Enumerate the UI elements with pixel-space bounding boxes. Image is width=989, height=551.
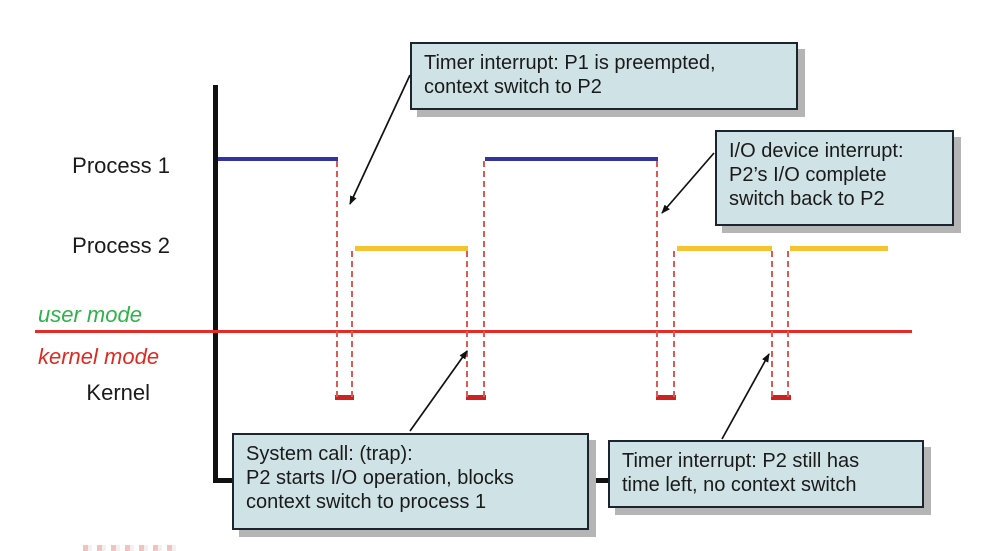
callout-text-line: time left, no context switch: [622, 474, 857, 496]
arrow-system-call-trap: [409, 350, 468, 432]
callout-text-line: context switch to P2: [424, 76, 602, 98]
mode-transition-dashed-line: [771, 251, 773, 397]
kernel-run-segment: [466, 395, 486, 400]
mode-transition-dashed-line: [483, 161, 485, 397]
callout-text-line: context switch to process 1: [246, 491, 487, 513]
process1-run-segment: [218, 157, 338, 161]
callout-text-line: switch back to P2: [729, 188, 885, 210]
arrow-timer-interrupt-p2: [721, 353, 770, 440]
arrow-timer-interrupt-p1: [349, 74, 411, 205]
mode-transition-dashed-line: [787, 251, 789, 397]
callout-text-line: System call: (trap):: [246, 443, 413, 465]
process1-run-segment: [485, 157, 658, 161]
callout-text-line: I/O device interrupt:: [729, 140, 904, 162]
user-kernel-boundary-line: [35, 330, 912, 333]
process2-label: Process 2: [72, 233, 170, 258]
callout-text-line: Timer interrupt: P1 is preempted,: [424, 52, 716, 74]
mode-transition-dashed-line: [673, 251, 675, 397]
mode-transition-dashed-line: [336, 161, 338, 397]
callout-text-line: P2 starts I/O operation, blocks: [246, 467, 514, 489]
mode-transition-dashed-line: [351, 251, 353, 397]
kernel-mode-label: kernel mode: [38, 344, 160, 369]
callout-timer-interrupt-p2: Timer interrupt: P2 still has time left,…: [608, 440, 924, 508]
arrow-io-device-interrupt: [661, 152, 715, 214]
kernel-run-segment: [771, 395, 791, 400]
process1-label: Process 1: [72, 153, 170, 178]
callout-io-device-interrupt: I/O device interrupt: P2’s I/O complete …: [715, 130, 954, 226]
process2-run-segment: [790, 246, 888, 251]
callout-text-line: P2’s I/O complete: [729, 164, 887, 186]
callout-timer-interrupt-p1: Timer interrupt: P1 is preempted, contex…: [410, 42, 798, 110]
user-mode-label: user mode: [38, 302, 142, 327]
process2-run-segment: [677, 246, 772, 251]
kernel-run-segment: [656, 395, 676, 400]
kernel-label: Kernel: [86, 380, 150, 405]
time-axis-vertical: [213, 85, 218, 483]
cropped-text-artifact: [83, 545, 178, 551]
kernel-run-segment: [335, 395, 354, 400]
callout-system-call-trap: System call: (trap): P2 starts I/O opera…: [232, 433, 589, 530]
mode-transition-dashed-line: [656, 161, 658, 397]
process2-run-segment: [355, 246, 468, 251]
callout-text-line: Timer interrupt: P2 still has: [622, 450, 860, 472]
mode-transition-dashed-line: [466, 251, 468, 397]
